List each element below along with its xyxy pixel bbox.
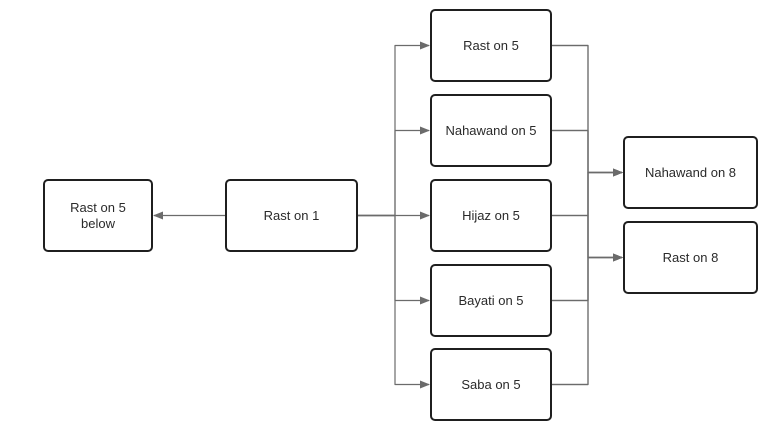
- node-label: Nahawand on 8: [644, 164, 737, 180]
- node-saba-on-5[interactable]: Saba on 5: [430, 348, 552, 421]
- edge-rast5-to-rast8: [552, 44, 623, 262]
- node-label: Hijaz on 5: [462, 207, 520, 223]
- node-nahawand-on-5[interactable]: Nahawand on 5: [430, 94, 552, 167]
- node-rast-on-5[interactable]: Rast on 5: [430, 9, 552, 82]
- edge-rast1-to-bayati5: [358, 214, 430, 305]
- node-hijaz-on-5[interactable]: Hijaz on 5: [430, 179, 552, 252]
- node-label: Rast on 1: [263, 207, 320, 223]
- edge-hijaz5-to-nahawand8: [552, 168, 623, 217]
- node-bayati-on-5[interactable]: Bayati on 5: [430, 264, 552, 337]
- edge-saba5-to-rast8: [552, 253, 623, 386]
- node-label: Bayati on 5: [458, 292, 524, 308]
- edge-saba5-to-nahawand8: [552, 168, 623, 386]
- node-rast-on-5-below[interactable]: Rast on 5 below: [43, 179, 153, 252]
- node-label: Nahawand on 5: [445, 122, 537, 138]
- edge-group: [153, 41, 623, 389]
- edge-bayati5-to-nahawand8: [552, 168, 623, 302]
- edge-bayati5-to-rast8: [552, 253, 623, 302]
- edge-rast5-to-nahawand8: [552, 44, 623, 177]
- node-label: Saba on 5: [461, 376, 521, 392]
- node-label: Rast on 5: [463, 37, 519, 53]
- node-label: Rast on 8: [662, 249, 719, 265]
- node-nahawand-on-8[interactable]: Nahawand on 8: [623, 136, 758, 209]
- node-rast-on-1[interactable]: Rast on 1: [225, 179, 358, 252]
- edge-rast1-to-nahawand5: [358, 126, 430, 217]
- edge-nahawand5-to-nahawand8: [552, 129, 623, 177]
- edge-nahawand5-to-rast8: [552, 129, 623, 262]
- edge-rast1-to-saba5: [358, 214, 430, 389]
- node-label: Rast on 5 below: [70, 199, 126, 231]
- edge-hijaz5-to-rast8: [552, 214, 623, 262]
- node-rast-on-8[interactable]: Rast on 8: [623, 221, 758, 294]
